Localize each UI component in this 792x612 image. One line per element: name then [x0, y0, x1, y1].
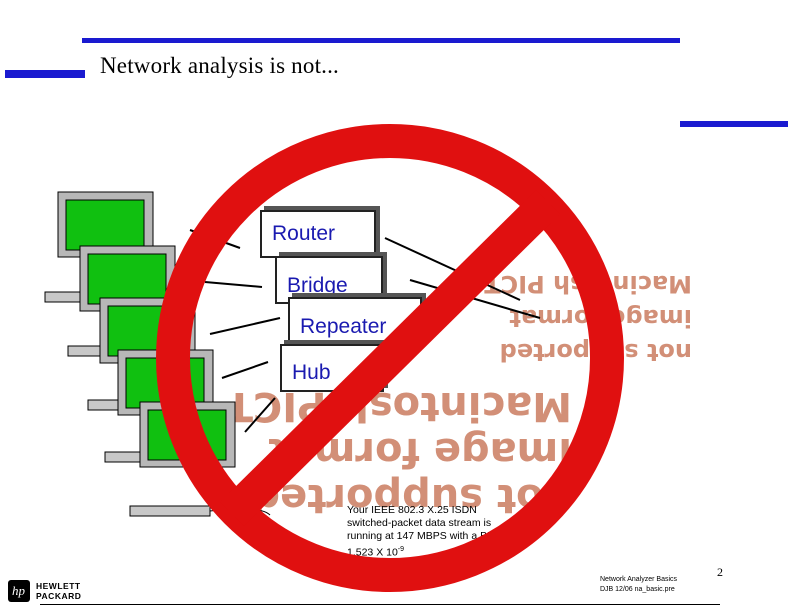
- hp-logo-glyph: hp: [12, 583, 25, 598]
- footer-line-2: DJB 12/06 na_basic.pre: [600, 586, 675, 593]
- hp-logo-mark: hp: [8, 580, 30, 602]
- data-stream-text: Your IEEE 802.3 X.25 ISDN switched-packe…: [347, 504, 514, 559]
- data-stream-exponent: -9: [397, 546, 405, 553]
- hp-logo: hp HEWLETT PACKARD: [8, 580, 92, 602]
- page-number: 2: [717, 565, 723, 579]
- hp-logo-line-2: PACKARD: [36, 591, 82, 601]
- footer-line-1: Network Analyzer Basics: [600, 576, 678, 583]
- hp-logo-line-1: HEWLETT: [36, 581, 81, 591]
- right-accent-bar: [680, 121, 788, 127]
- bridge-box: Bridge: [275, 256, 383, 304]
- left-accent-bar: [5, 70, 85, 78]
- router-box: Router: [260, 210, 376, 258]
- footer-rule: [40, 604, 720, 605]
- slide-title: Network analysis is not...: [100, 53, 340, 78]
- top-accent-bar: [82, 38, 680, 43]
- data-stream-caption: Your IEEE 802.3 X.25 ISDN switched-packe…: [347, 504, 517, 560]
